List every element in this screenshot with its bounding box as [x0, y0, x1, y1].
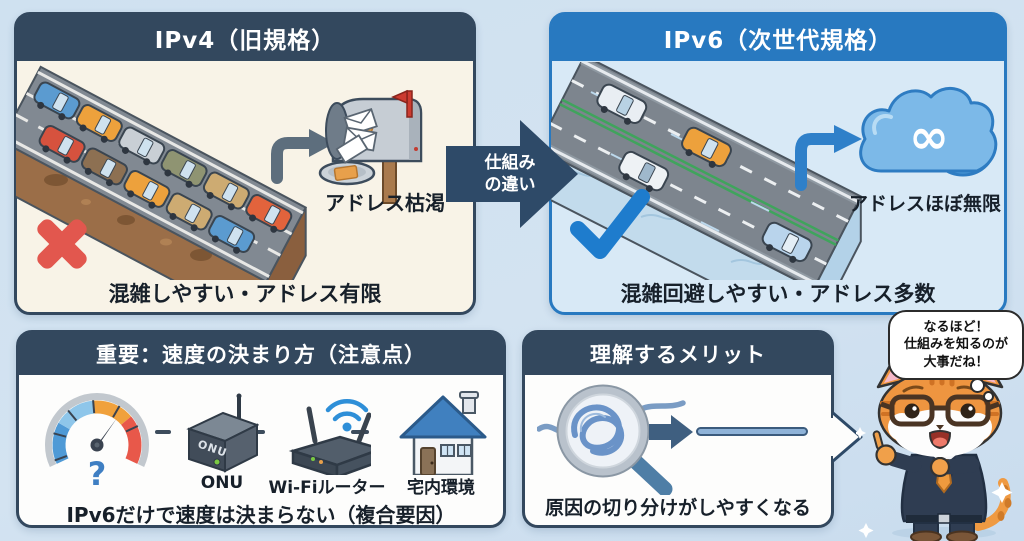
infinity-cloud-icon: ∞ [859, 87, 998, 177]
speech-line: なるほど！ [923, 320, 989, 336]
car [761, 221, 813, 263]
magnifier-tangle-icon [537, 384, 686, 495]
speech-bubble-trail [970, 378, 985, 393]
speech-line: 仕組みを知るのが [903, 337, 1008, 353]
speech-bubble: なるほど！ 仕組みを知るのが 大事だね！ [888, 310, 1024, 380]
car [118, 126, 166, 166]
car [123, 169, 171, 209]
car [596, 83, 648, 125]
merit-panel: 理解するメリット 原因の切り分けがしやすくなる [522, 330, 863, 528]
mailbox-icon [318, 89, 423, 204]
speech-bubble-trail [983, 391, 994, 402]
straight-line-icon [696, 427, 808, 436]
car [165, 192, 213, 232]
connector-label: 仕組み の違い [484, 152, 536, 195]
wifi-router-label: Wi-Fiルーター [268, 478, 386, 498]
sparkle [856, 427, 866, 439]
speedometer-icon: ? [45, 392, 149, 493]
cat-mascot [856, 361, 1013, 541]
car [208, 215, 256, 254]
car [681, 126, 732, 168]
x-mark-icon [37, 219, 87, 269]
congested-road-illustration [16, 65, 308, 280]
ipv4-address-label: アドレス枯渇 [325, 191, 445, 215]
house-label: 宅内環境 [407, 478, 475, 498]
house-icon [399, 391, 487, 475]
speech-line: 大事だね！ [923, 354, 989, 370]
car [160, 149, 208, 188]
speed-summary-text: IPv6だけで速度は決まらない（複合要因） [66, 503, 456, 527]
onu-label: ONU [200, 473, 244, 493]
car [75, 104, 123, 143]
connector-dash [155, 430, 171, 434]
ipv6-panel: IPv6（次世代規格） [549, 12, 1007, 315]
merit-panel-title: 理解するメリット [525, 333, 831, 375]
merit-summary-text: 原因の切り分けがしやすくなる [545, 497, 811, 519]
check-mark-icon [570, 189, 650, 259]
clear-highway-illustration [551, 62, 863, 280]
curved-arrow-icon [795, 125, 862, 191]
sparkle [991, 482, 1013, 503]
car [33, 81, 81, 121]
car [38, 124, 86, 164]
ipv6-panel-title: IPv6（次世代規格） [552, 15, 1004, 61]
difference-connector-arrow: 仕組み の違い [446, 120, 578, 228]
sparkle [858, 523, 874, 538]
ipv4-panel: IPv4（旧規格） [14, 12, 476, 315]
ipv6-summary-text: 混雑回避しやすい・アドレス多数 [620, 282, 936, 306]
car [81, 147, 128, 187]
car [618, 150, 670, 193]
car [202, 171, 250, 211]
onu-icon: ONU [186, 393, 259, 473]
arrow-right-icon [649, 415, 693, 449]
speed-panel-title: 重要：速度の決まり方（注意点） [19, 333, 503, 375]
curved-arrow-icon [271, 129, 335, 184]
block-arrow-icon [446, 120, 578, 228]
wifi-router-icon [288, 399, 371, 475]
question-mark: ? [88, 455, 107, 493]
ipv4-panel-title: IPv4（旧規格） [17, 15, 473, 61]
speed-factors-panel: 重要：速度の決まり方（注意点） ? ONU [16, 330, 506, 528]
car [245, 194, 293, 233]
infinity-symbol: ∞ [909, 109, 949, 165]
ipv4-summary-text: 混雑しやすい・アドレス有限 [108, 282, 382, 306]
ipv6-address-label: アドレスほぼ無限 [848, 193, 1001, 215]
